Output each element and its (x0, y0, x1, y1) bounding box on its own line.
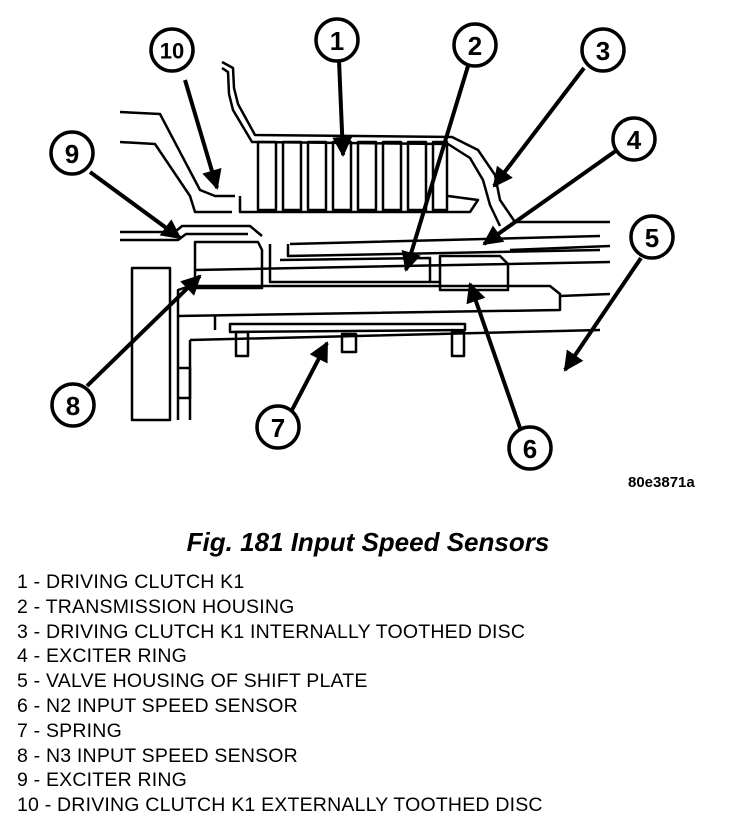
callout-number-7: 7 (271, 413, 285, 443)
callout-number-1: 1 (330, 26, 344, 56)
spring-bolt-left (234, 330, 250, 358)
callout-numbers: 1 2 3 4 5 6 7 8 9 10 (65, 26, 659, 464)
left-housing-detail (178, 366, 192, 400)
callout-number-6: 6 (523, 434, 537, 464)
callout-number-8: 8 (66, 391, 80, 421)
leader-7 (290, 341, 329, 411)
legend-item: 4 - EXCITER RING (17, 645, 188, 668)
exciter-ring-left (120, 224, 263, 242)
spring-bolt-center (340, 332, 358, 354)
callout-circle-6 (507, 425, 553, 471)
housing-outline-inner (119, 140, 232, 214)
left-housing-wall (130, 266, 172, 422)
legend-item: 7 - SPRING (17, 719, 122, 742)
leader-6 (466, 282, 522, 429)
callout-circle-2 (452, 22, 498, 68)
callout-number-4: 4 (627, 125, 642, 155)
callout-circle-4 (611, 116, 657, 162)
callout-circle-8 (50, 382, 96, 428)
legend-item: 3 - DRIVING CLUTCH K1 INTERNALLY TOOTHED… (17, 620, 526, 643)
callout-circle-9 (49, 130, 95, 176)
leader-10 (183, 79, 222, 190)
legend-item: 10 - DRIVING CLUTCH K1 EXTERNALLY TOOTHE… (17, 794, 543, 817)
figure-code: 80e3871a (628, 474, 695, 491)
callout-circle-3 (580, 27, 626, 73)
figure-title: Fig. 181 Input Speed Sensors (186, 527, 550, 557)
leader-4 (482, 148, 619, 246)
n2-sensor-block (438, 254, 510, 292)
legend-item: 1 - DRIVING CLUTCH K1 (17, 571, 245, 593)
callout-circle-1 (314, 17, 360, 63)
spring-bolt-right (450, 330, 466, 358)
n3-sensor-block (193, 240, 264, 290)
housing-outline-outer (119, 110, 235, 198)
parts-legend: 1 - DRIVING CLUTCH K1 2 - TRANSMISSION H… (17, 570, 543, 818)
leader-1 (332, 59, 353, 157)
legend-item: 9 - EXCITER RING (17, 769, 188, 792)
leader-8 (85, 274, 202, 388)
callout-circle-5 (629, 214, 675, 260)
legend-item: 6 - N2 INPUT SPEED SENSOR (17, 694, 298, 717)
leader-9 (88, 170, 182, 240)
leader-2 (401, 65, 470, 272)
callout-number-2: 2 (468, 31, 482, 61)
callout-circle-10 (149, 27, 195, 73)
legend-item: 5 - VALVE HOUSING OF SHIFT PLATE (17, 670, 368, 693)
callout-circles (49, 17, 675, 471)
exciter-ring-lower (268, 244, 440, 284)
spring-base (228, 322, 467, 334)
callout-number-10: 10 (160, 39, 184, 64)
callout-number-5: 5 (645, 223, 659, 253)
clutch-basket-outline (221, 60, 610, 224)
exciter-ring-upper (286, 234, 601, 258)
callout-number-9: 9 (65, 139, 79, 169)
leader-lines (85, 59, 643, 429)
input-speed-sensors-diagram: 1 2 3 4 5 6 7 8 9 10 (49, 17, 675, 471)
callout-circle-7 (255, 404, 301, 450)
leader-5 (563, 256, 643, 372)
legend-item: 2 - TRANSMISSION HOUSING (17, 595, 295, 618)
leader-3 (492, 66, 586, 188)
line-artwork (119, 60, 611, 422)
callout-number-3: 3 (596, 36, 610, 66)
legend-item: 8 - N3 INPUT SPEED SENSOR (17, 744, 298, 767)
